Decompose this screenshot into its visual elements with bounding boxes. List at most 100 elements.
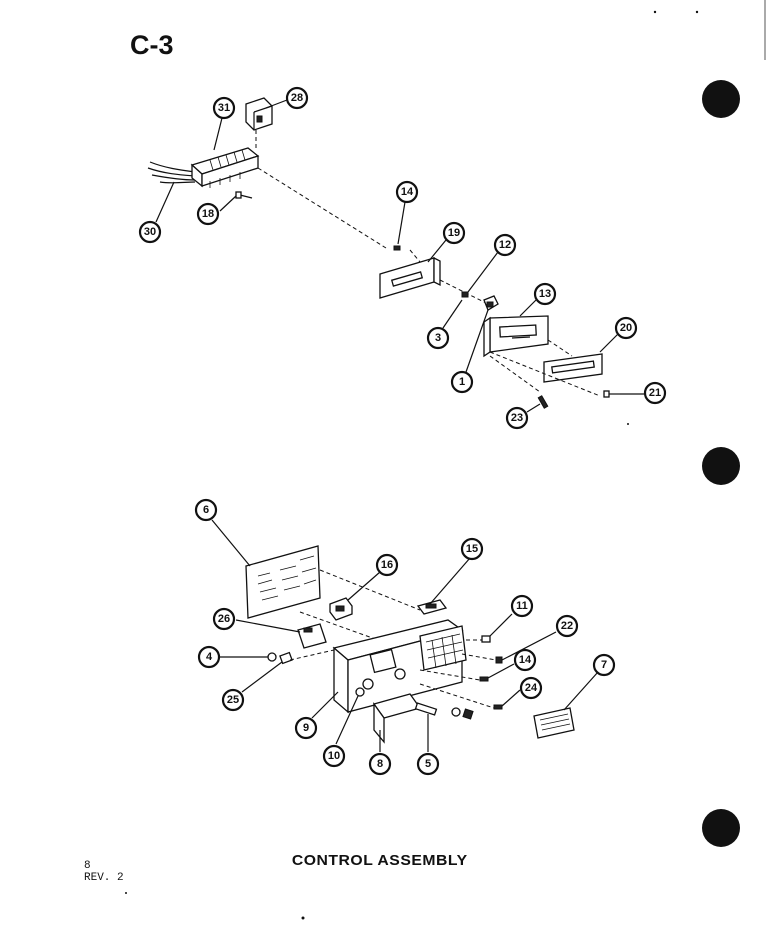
callout-19: 19 xyxy=(442,221,466,245)
svg-text:28: 28 xyxy=(291,92,303,104)
control-knob-part xyxy=(483,295,499,311)
callout-11: 11 xyxy=(510,594,534,618)
callout-5: 5 xyxy=(416,752,440,776)
callout-28: 28 xyxy=(285,86,309,110)
callout-3: 3 xyxy=(426,326,450,350)
binder-hole xyxy=(702,809,740,847)
callout-16: 16 xyxy=(375,553,399,577)
svg-text:21: 21 xyxy=(649,387,661,399)
svg-text:25: 25 xyxy=(227,694,239,706)
callout-14-bottom: 14 xyxy=(513,648,537,672)
stray-mark xyxy=(125,892,127,894)
keypad-grid-part xyxy=(419,625,467,671)
spring-part xyxy=(279,651,293,665)
svg-text:4: 4 xyxy=(206,651,213,663)
screw-part xyxy=(537,395,549,409)
svg-text:30: 30 xyxy=(144,226,156,238)
screw-part xyxy=(493,704,503,710)
callout-10: 10 xyxy=(322,744,346,768)
stray-mark xyxy=(627,423,629,425)
callout-22: 22 xyxy=(555,614,579,638)
control-panel-part xyxy=(483,315,549,358)
svg-text:10: 10 xyxy=(328,750,340,762)
binder-hole xyxy=(702,447,740,485)
relay-part xyxy=(245,97,273,131)
callout-1: 1 xyxy=(450,370,474,394)
binder-hole xyxy=(702,80,740,118)
screw-part xyxy=(393,245,401,251)
page-label: C-3 xyxy=(130,30,174,60)
connector-part xyxy=(329,597,353,621)
screw-part xyxy=(235,191,253,199)
shaft-part xyxy=(414,702,438,716)
svg-text:16: 16 xyxy=(381,559,393,571)
svg-text:11: 11 xyxy=(516,600,528,612)
nut-part xyxy=(462,708,474,720)
screw-part xyxy=(481,635,491,643)
svg-text:26: 26 xyxy=(218,613,230,625)
stray-mark xyxy=(695,10,699,14)
callout-20: 20 xyxy=(614,316,638,340)
stray-mark xyxy=(301,916,305,920)
svg-text:3: 3 xyxy=(435,332,441,344)
callout-14: 14 xyxy=(395,180,419,204)
svg-text:14: 14 xyxy=(401,186,414,198)
washer-part xyxy=(267,652,277,662)
svg-text:6: 6 xyxy=(203,504,209,516)
leader-lines xyxy=(155,99,644,413)
callout-26: 26 xyxy=(212,607,236,631)
svg-text:1: 1 xyxy=(459,376,465,388)
svg-text:31: 31 xyxy=(218,102,230,114)
svg-text:24: 24 xyxy=(525,682,538,694)
svg-text:9: 9 xyxy=(303,722,309,734)
leader-lines xyxy=(211,519,599,752)
svg-text:8: 8 xyxy=(377,758,383,770)
callout-25: 25 xyxy=(221,688,245,712)
revision-label: REV. 2 xyxy=(84,872,124,884)
nut-part xyxy=(355,687,365,697)
svg-text:19: 19 xyxy=(448,227,460,239)
terminal-block-part xyxy=(190,147,260,188)
svg-text:7: 7 xyxy=(601,659,607,671)
callout-13: 13 xyxy=(533,282,557,306)
svg-text:14: 14 xyxy=(519,654,532,666)
stray-mark xyxy=(653,10,657,14)
svg-text:18: 18 xyxy=(202,208,214,220)
screw-part xyxy=(603,390,620,398)
svg-text:20: 20 xyxy=(620,322,632,334)
callout-8: 8 xyxy=(368,752,392,776)
callout-21: 21 xyxy=(643,381,667,405)
svg-text:13: 13 xyxy=(539,288,551,300)
screw-part xyxy=(495,656,503,664)
callout-31: 31 xyxy=(212,96,236,120)
wire-harness-part xyxy=(147,161,196,184)
svg-text:22: 22 xyxy=(561,620,573,632)
callout-30: 30 xyxy=(138,220,162,244)
callout-9: 9 xyxy=(294,716,318,740)
callout-7: 7 xyxy=(592,653,616,677)
callout-6: 6 xyxy=(194,498,218,522)
switch-part xyxy=(416,599,448,615)
page-number: 8 xyxy=(84,860,91,872)
svg-text:15: 15 xyxy=(466,543,478,555)
callout-24: 24 xyxy=(519,676,543,700)
nameplate-part xyxy=(543,353,603,383)
svg-text:12: 12 xyxy=(499,239,511,251)
clip-part xyxy=(461,291,469,298)
svg-text:23: 23 xyxy=(511,412,523,424)
callout-12: 12 xyxy=(493,233,517,257)
mounting-bracket-part xyxy=(379,256,441,299)
screw-part xyxy=(479,676,489,682)
callout-23: 23 xyxy=(505,406,529,430)
diagram-title: CONTROL ASSEMBLY xyxy=(291,852,468,869)
circuit-board-part xyxy=(245,545,321,619)
callout-4: 4 xyxy=(197,645,221,669)
label-plate-part xyxy=(533,707,575,739)
callout-15: 15 xyxy=(460,537,484,561)
washer-part xyxy=(451,707,461,717)
callout-18: 18 xyxy=(196,202,220,226)
bracket-part xyxy=(297,623,327,649)
svg-text:5: 5 xyxy=(425,758,431,770)
